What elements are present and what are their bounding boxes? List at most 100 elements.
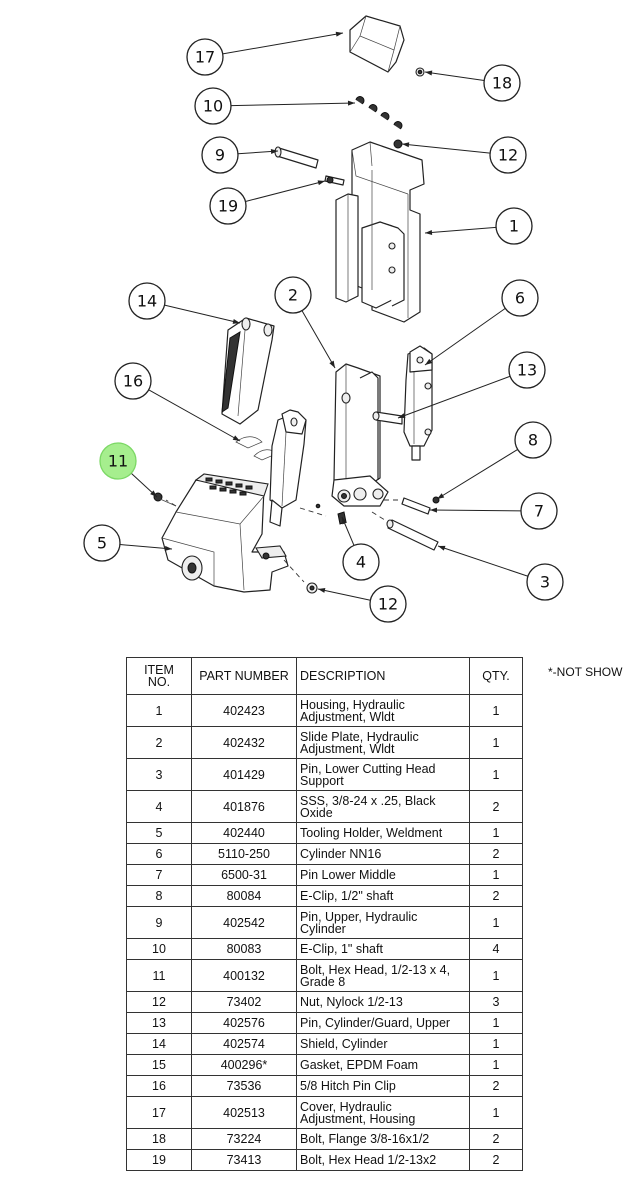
- item-no-cell: 15: [126, 1054, 192, 1076]
- callout-circle: [508, 351, 546, 389]
- callout-circle: [114, 362, 152, 400]
- part-number-cell: 73402: [191, 991, 297, 1013]
- part-number-cell: 73536: [191, 1075, 297, 1097]
- qty-cell: 1: [469, 694, 523, 727]
- description-cell: Tooling Holder, Weldment: [296, 822, 470, 844]
- description-line: Oxide: [300, 805, 333, 820]
- leader-arrowhead: [430, 507, 438, 513]
- description-cell: E-Clip, 1" shaft: [296, 938, 470, 960]
- callout-number: 19: [218, 197, 238, 216]
- description-line: Shield, Cylinder: [300, 1037, 388, 1051]
- part-number-cell: 402432: [191, 726, 297, 759]
- housing-part-1: [335, 141, 425, 323]
- hitch-pin-clips-part-16: [235, 436, 277, 461]
- upper-pin-part-9: [274, 146, 319, 169]
- description-line: Cylinder NN16: [300, 847, 382, 861]
- qty-cell: 1: [469, 1096, 523, 1129]
- part-number-cell: 402440: [191, 822, 297, 844]
- callout-number: 17: [195, 48, 215, 67]
- description-line: Cylinder: [300, 921, 346, 936]
- description-cell: Nut, Nylock 1/2-13: [296, 991, 470, 1013]
- leader-line: [436, 448, 518, 500]
- qty-cell: 1: [469, 726, 523, 759]
- part-number-cell: 400132: [191, 959, 297, 992]
- part-number-cell: 402574: [191, 1033, 297, 1055]
- part-number-header: PART NUMBER: [191, 657, 297, 695]
- description-line: Tooling Holder, Weldment: [300, 826, 443, 840]
- callout-number: 14: [137, 292, 157, 311]
- part-number-cell: 5110-250: [191, 843, 297, 865]
- leader-arrowhead: [335, 31, 343, 37]
- callout-4: 4: [341, 516, 380, 581]
- leader-arrowhead: [318, 588, 326, 593]
- leader-arrowhead: [402, 142, 410, 148]
- description-cell: 5/8 Hitch Pin Clip: [296, 1075, 470, 1097]
- item-no-cell: 14: [126, 1033, 192, 1055]
- item-no-cell: 16: [126, 1075, 192, 1097]
- item-header-line1: ITEM: [144, 663, 174, 677]
- description-line: Gasket, EPDM Foam: [300, 1058, 419, 1072]
- qty-cell: 1: [469, 1054, 523, 1076]
- description-line: Pin, Lower Cutting Head: [300, 761, 436, 776]
- description-cell: Cylinder NN16: [296, 843, 470, 865]
- item-no-cell: 5: [126, 822, 192, 844]
- callout-17: 17: [186, 31, 344, 76]
- leader-line: [424, 71, 485, 81]
- leader-arrowhead: [329, 360, 335, 368]
- e-clips-part-10: [355, 96, 403, 130]
- leader-arrowhead: [425, 358, 433, 365]
- description-line: Pin, Upper, Hydraulic: [300, 909, 418, 924]
- callout-number: 11: [108, 452, 128, 471]
- qty-cell: 1: [469, 1033, 523, 1055]
- qty-cell: 2: [469, 1149, 523, 1171]
- qty-cell: 1: [469, 959, 523, 992]
- item-no-cell: 4: [126, 790, 192, 823]
- callout-circle: [489, 136, 527, 174]
- part-number-cell: 80084: [191, 885, 297, 907]
- description-line: Housing, Hydraulic: [300, 697, 405, 712]
- part-number-cell: 402576: [191, 1012, 297, 1034]
- description-line: Grade 8: [300, 974, 346, 989]
- description-line: Slide Plate, Hydraulic: [300, 729, 419, 744]
- callout-16: 16: [114, 362, 241, 442]
- leader-arrowhead: [437, 493, 445, 499]
- item-header-line2: NO.: [147, 675, 171, 689]
- part-number-cell: 401876: [191, 790, 297, 823]
- description-cell: Bolt, Hex Head 1/2-13x2: [296, 1149, 470, 1171]
- leader-line: [424, 307, 506, 366]
- description-line: 5/8 Hitch Pin Clip: [300, 1079, 396, 1093]
- leader-arrowhead: [398, 413, 406, 418]
- callout-13: 13: [397, 351, 546, 419]
- description-cell: Shield, Cylinder: [296, 1033, 470, 1055]
- item-no-cell: 17: [126, 1096, 192, 1129]
- callout-circle: [483, 64, 521, 102]
- lower-pin-part-3: [386, 519, 439, 551]
- leader-line: [148, 389, 241, 442]
- callout-12: 12: [401, 136, 527, 174]
- item-no-cell: 8: [126, 885, 192, 907]
- callout-circle: [501, 279, 539, 317]
- leader-line: [397, 375, 511, 419]
- part-number-cell: 80083: [191, 938, 297, 960]
- description-line: SSS, 3/8-24 x .25, Black: [300, 793, 436, 808]
- callout-number: 18: [492, 74, 512, 93]
- callout-number: 4: [356, 553, 366, 572]
- item-no-cell: 19: [126, 1149, 192, 1171]
- part-number-cell: 73413: [191, 1149, 297, 1171]
- callout-circle: [201, 136, 239, 174]
- description-line: Bolt, Hex Head 1/2-13x2: [300, 1153, 437, 1167]
- description-line: E-Clip, 1/2" shaft: [300, 889, 394, 903]
- description-line: E-Clip, 1" shaft: [300, 942, 383, 956]
- assembly-lines: [165, 499, 402, 583]
